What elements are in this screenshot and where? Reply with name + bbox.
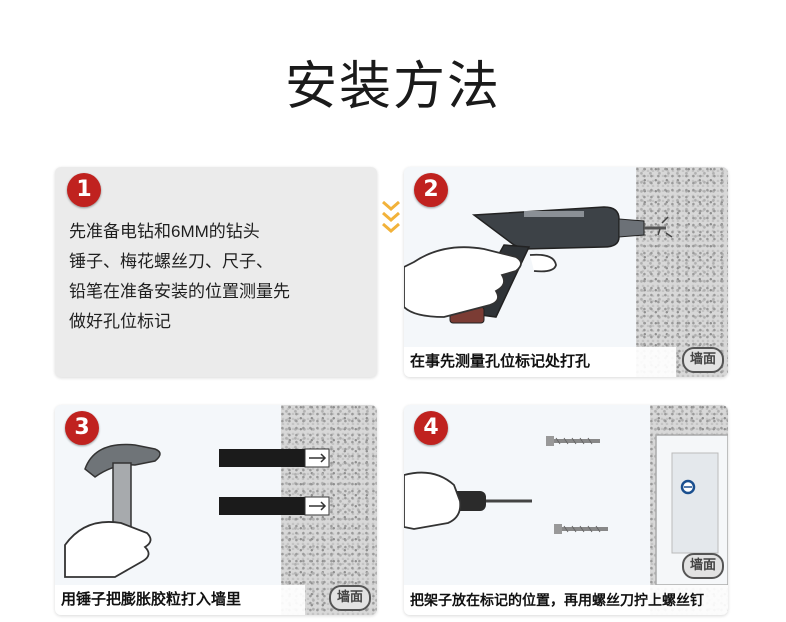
step-card-1: 1 先准备电钻和6MM的钻头 锤子、梅花螺丝刀、尺子、 铅笔在准备安装的位置测量… xyxy=(55,167,377,377)
step-text-line: 先准备电钻和6MM的钻头 xyxy=(69,222,260,241)
step-text-line: 铅笔在准备安装的位置测量先 xyxy=(69,282,290,301)
wall-texture xyxy=(636,167,728,377)
step-text-line: 锤子、梅花螺丝刀、尺子、 xyxy=(69,252,273,271)
page-title: 安装方法 xyxy=(284,57,501,117)
step-badge: 2 xyxy=(414,173,448,207)
hammer-icon xyxy=(64,443,330,578)
screwdriver-icon xyxy=(404,434,728,585)
step-badge: 3 xyxy=(65,411,99,445)
step-badge: 4 xyxy=(414,411,448,445)
wall-tag: 墙面 xyxy=(328,585,371,611)
step-text-line: 做好孔位标记 xyxy=(69,312,171,331)
step-card-4: 4 把架子放在标记的位置，再用螺丝刀拧上螺丝钉 墙面 xyxy=(404,405,728,615)
wall-anchor-icon xyxy=(219,448,330,468)
step-caption: 在事先测量孔位标记处打孔 xyxy=(404,347,676,377)
step-badge: 1 xyxy=(67,173,101,207)
step-card-2: 2 在事先测量孔位标记处打孔 墙面 xyxy=(404,167,728,377)
step-caption: 把架子放在标记的位置，再用螺丝刀拧上螺丝钉 xyxy=(404,585,728,615)
hand-icon xyxy=(404,246,522,318)
hand-icon xyxy=(64,521,152,578)
step-card-3: 3 用锤子把膨胀胶粒打入墙里 墙面 xyxy=(55,405,377,615)
chevron-down-icon xyxy=(382,200,400,233)
hand-icon xyxy=(404,471,462,530)
screw-icon xyxy=(554,524,608,534)
wall-tag: 墙面 xyxy=(681,347,724,373)
wall-tag: 墙面 xyxy=(681,553,724,579)
step-caption: 用锤子把膨胀胶粒打入墙里 xyxy=(55,585,305,615)
wall-anchor-icon xyxy=(219,496,330,516)
step-description: 先准备电钻和6MM的钻头 锤子、梅花螺丝刀、尺子、 铅笔在准备安装的位置测量先 … xyxy=(69,217,369,337)
screw-icon xyxy=(546,436,600,446)
drill-icon xyxy=(404,206,673,324)
